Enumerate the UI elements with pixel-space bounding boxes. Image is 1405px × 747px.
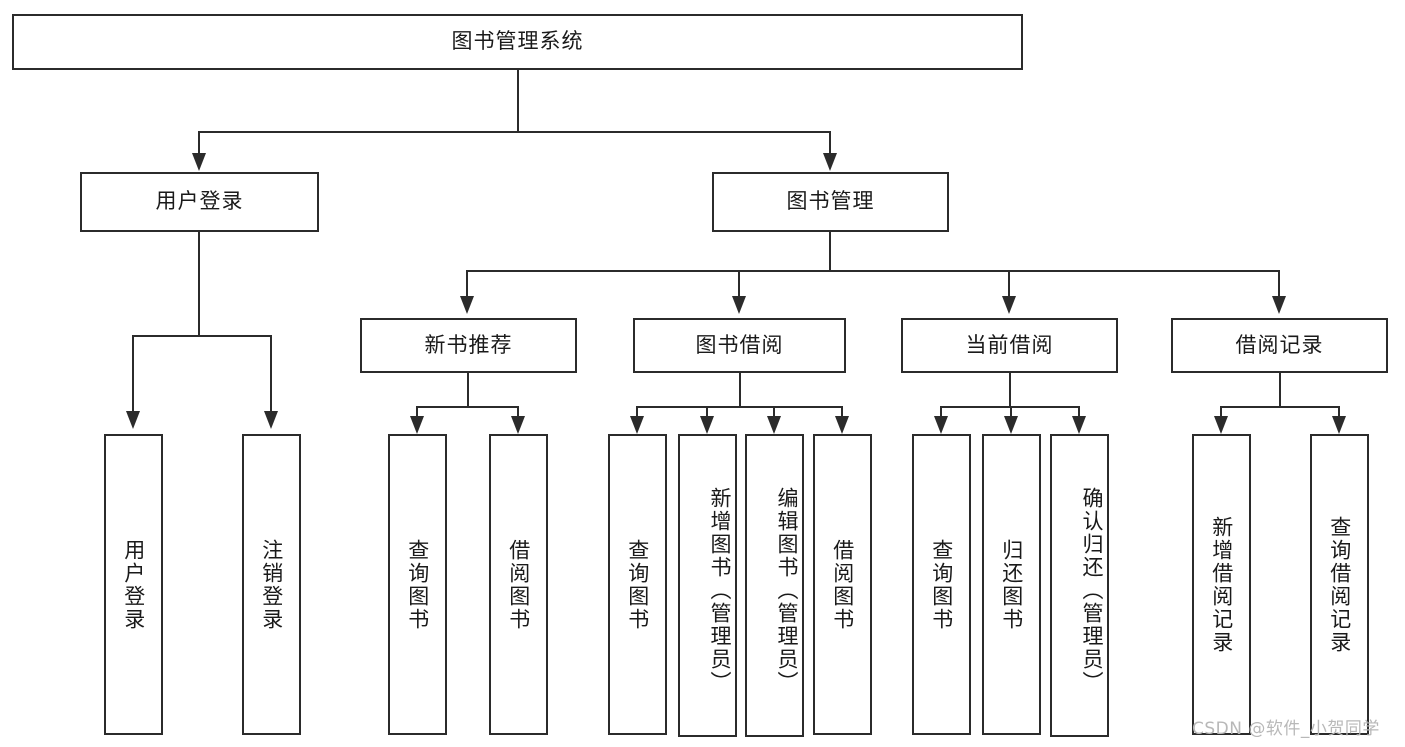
node-label: 查询图书 — [625, 538, 650, 631]
edge-borrow-record-stem — [1279, 373, 1281, 407]
arrowhead-cb-return-book — [1004, 416, 1018, 434]
arrowhead-borrow-record — [1272, 296, 1286, 314]
node-label: 归还图书 — [999, 538, 1024, 631]
node-label: 用户登录 — [121, 538, 146, 631]
node-label: 图书管理系统 — [451, 29, 584, 54]
edge-level1-drop-user-login — [198, 131, 200, 157]
leaf-user-login[interactable]: 用户登录 — [104, 434, 163, 735]
edge-book-management-stem — [829, 232, 831, 272]
edge-user-login-bus — [132, 335, 272, 337]
node-borrow-record[interactable]: 借阅记录 — [1171, 318, 1388, 373]
node-label: 借阅图书 — [830, 538, 855, 631]
leaf-bb-edit-book[interactable]: 编辑图书（管理员） — [745, 434, 804, 737]
node-book-borrow[interactable]: 图书借阅 — [633, 318, 846, 373]
node-label: 借阅图书 — [506, 538, 531, 631]
edge-book-borrow-bus — [636, 406, 842, 408]
edge-user-login-stem — [198, 232, 200, 336]
edge-cb-drop-2 — [1010, 406, 1012, 418]
edge-nbr-drop-1 — [416, 406, 418, 418]
node-label: 新书推荐 — [424, 332, 513, 357]
leaf-bb-add-book[interactable]: 新增图书（管理员） — [678, 434, 737, 737]
node-new-book-recommend[interactable]: 新书推荐 — [360, 318, 577, 373]
leaf-cb-confirm-return[interactable]: 确认归还（管理员） — [1050, 434, 1109, 737]
edge-bb-drop-2 — [706, 406, 708, 418]
node-book-management[interactable]: 图书管理 — [712, 172, 949, 232]
arrowhead-book-management — [823, 153, 837, 171]
arrowhead-bb-edit-book — [767, 416, 781, 434]
edge-nbr-drop-2 — [517, 406, 519, 418]
edge-user-login-drop-2 — [270, 335, 272, 413]
leaf-nbr-borrow-book[interactable]: 借阅图书 — [489, 434, 548, 735]
node-label: 当前借阅 — [965, 332, 1054, 357]
edge-bb-drop-1 — [636, 406, 638, 418]
node-label: 新增图书（管理员） — [708, 487, 732, 694]
node-label: 查询借阅记录 — [1327, 515, 1352, 654]
node-label: 新增借阅记录 — [1209, 515, 1234, 654]
edge-level2-drop-3 — [1008, 270, 1010, 298]
leaf-nbr-query-book[interactable]: 查询图书 — [388, 434, 447, 735]
edge-current-borrow-bus — [940, 406, 1079, 408]
edge-level1-bus — [198, 131, 831, 133]
node-label: 查询图书 — [405, 538, 430, 631]
arrowhead-book-borrow — [732, 296, 746, 314]
edge-bb-drop-3 — [773, 406, 775, 418]
arrowhead-leaf-user-login — [126, 411, 140, 429]
arrowhead-br-add-record — [1214, 416, 1228, 434]
arrowhead-bb-borrow-book — [835, 416, 849, 434]
node-label: 图书管理 — [786, 189, 875, 214]
edge-root-stem — [517, 70, 519, 132]
arrowhead-leaf-logout — [264, 411, 278, 429]
leaf-bb-query-book[interactable]: 查询图书 — [608, 434, 667, 735]
edge-cb-drop-1 — [940, 406, 942, 418]
leaf-bb-borrow-book[interactable]: 借阅图书 — [813, 434, 872, 735]
node-label: 图书借阅 — [695, 332, 784, 357]
arrowhead-nbr-query-book — [410, 416, 424, 434]
edge-level2-bus — [466, 270, 1280, 272]
leaf-logout[interactable]: 注销登录 — [242, 434, 301, 735]
edge-level2-drop-2 — [738, 270, 740, 298]
edge-level2-drop-4 — [1278, 270, 1280, 298]
leaf-cb-query-book[interactable]: 查询图书 — [912, 434, 971, 735]
node-label: 编辑图书（管理员） — [775, 487, 799, 694]
arrowhead-current-borrow — [1002, 296, 1016, 314]
node-label: 用户登录 — [155, 189, 244, 214]
node-label: 确认归还（管理员） — [1080, 487, 1104, 694]
edge-borrow-record-bus — [1220, 406, 1340, 408]
node-root-book-management-system[interactable]: 图书管理系统 — [12, 14, 1023, 70]
node-label: 查询图书 — [929, 538, 954, 631]
arrowhead-bb-add-book — [700, 416, 714, 434]
arrowhead-nbr-borrow-book — [511, 416, 525, 434]
edge-bb-drop-4 — [841, 406, 843, 418]
node-current-borrow[interactable]: 当前借阅 — [901, 318, 1118, 373]
edge-cb-drop-3 — [1078, 406, 1080, 418]
edge-level1-drop-book-management — [829, 131, 831, 157]
edge-br-drop-1 — [1220, 406, 1222, 418]
edge-current-borrow-stem — [1009, 373, 1011, 407]
edge-book-borrow-stem — [739, 373, 741, 407]
arrowhead-cb-query-book — [934, 416, 948, 434]
arrowhead-new-book-recommend — [460, 296, 474, 314]
arrowhead-bb-query-book — [630, 416, 644, 434]
arrowhead-cb-confirm-return — [1072, 416, 1086, 434]
leaf-br-query-record[interactable]: 查询借阅记录 — [1310, 434, 1369, 735]
edge-new-book-recommend-stem — [467, 373, 469, 407]
arrowhead-user-login — [192, 153, 206, 171]
node-label: 注销登录 — [259, 538, 284, 631]
edge-level2-drop-1 — [466, 270, 468, 298]
node-user-login[interactable]: 用户登录 — [80, 172, 319, 232]
arrowhead-br-query-record — [1332, 416, 1346, 434]
edge-br-drop-2 — [1338, 406, 1340, 418]
edge-user-login-drop-1 — [132, 335, 134, 413]
node-label: 借阅记录 — [1235, 332, 1324, 357]
leaf-br-add-record[interactable]: 新增借阅记录 — [1192, 434, 1251, 735]
leaf-cb-return-book[interactable]: 归还图书 — [982, 434, 1041, 735]
edge-new-book-recommend-bus — [416, 406, 519, 408]
